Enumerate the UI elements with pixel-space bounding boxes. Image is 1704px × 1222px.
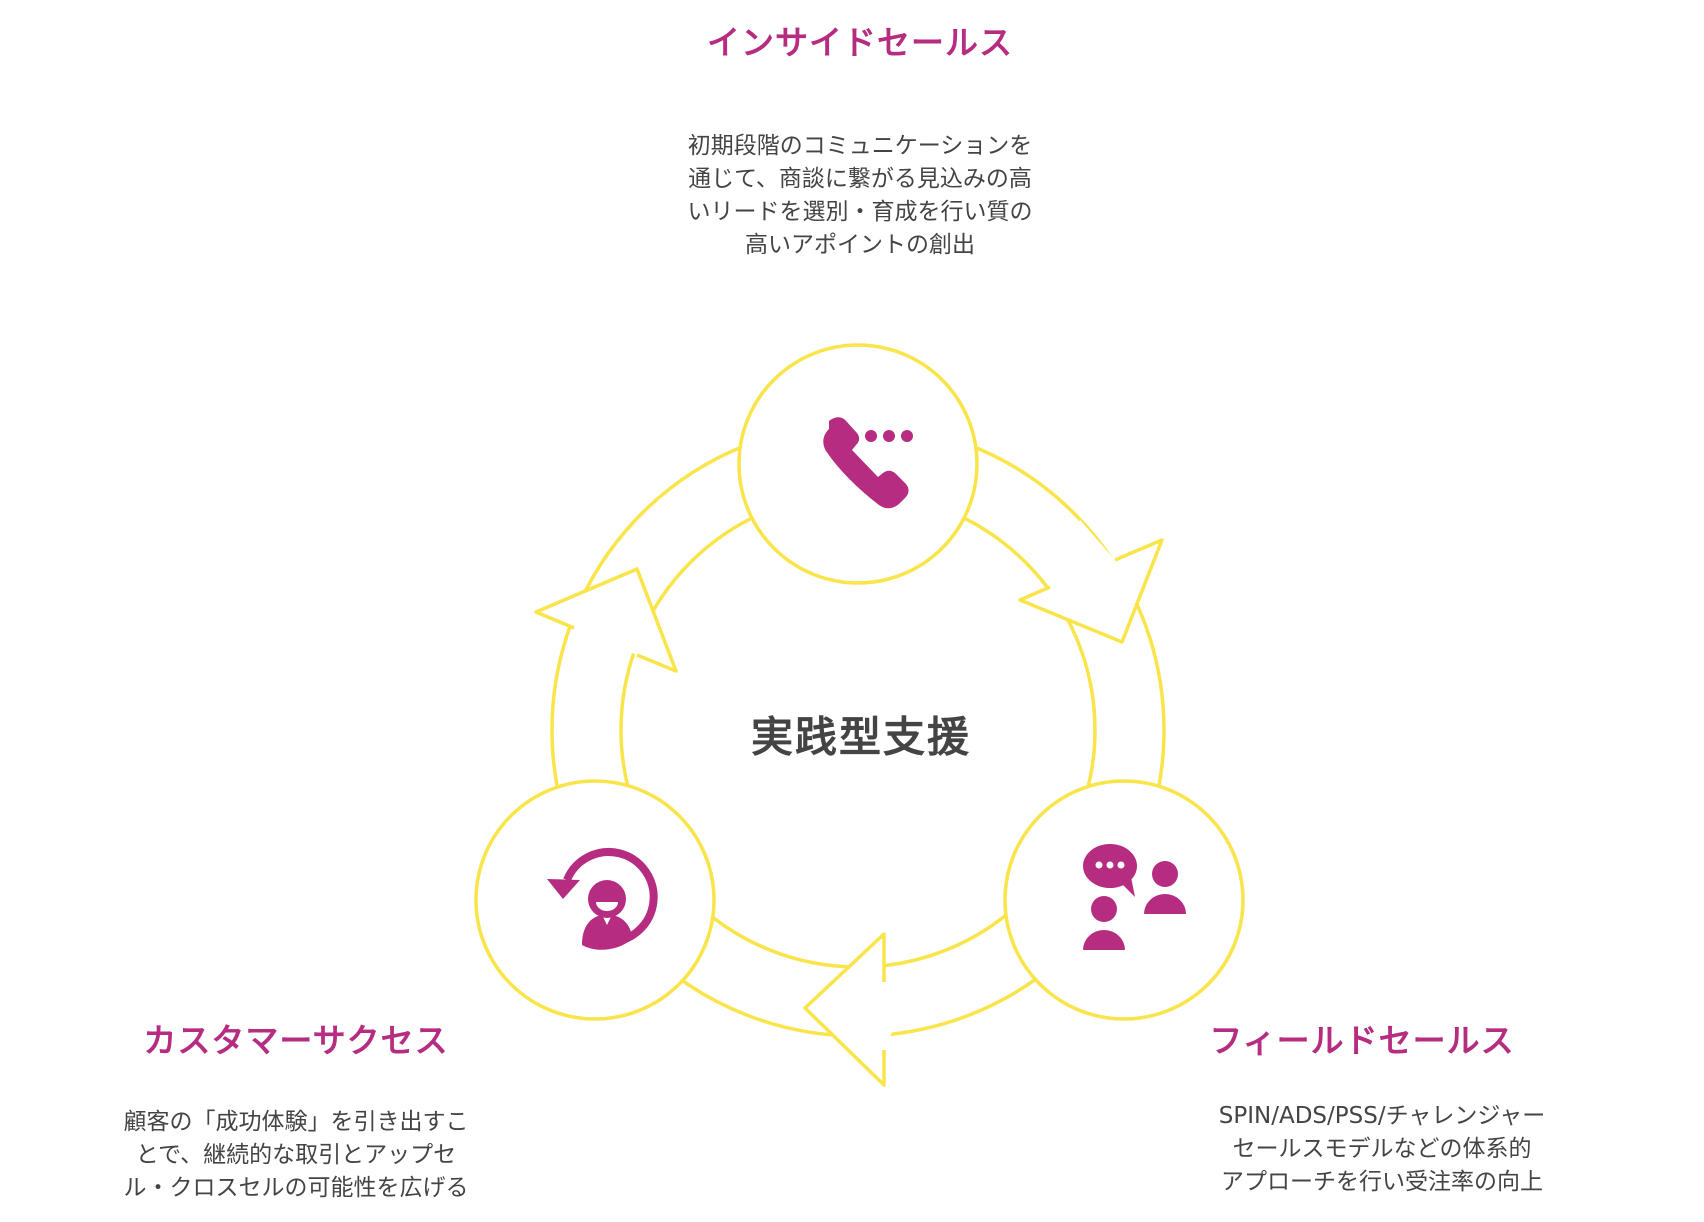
desc-line: いリードを選別・育成を行い質の bbox=[687, 199, 1033, 225]
arrow-left bbox=[534, 567, 678, 673]
stage-title-customer-success: カスタマーサクセス bbox=[143, 1021, 449, 1060]
desc-line: 顧客の「成功体験」を引き出すこ bbox=[123, 1109, 469, 1135]
stage-desc-field-sales: SPIN/ADS/PSS/チャレンジャー セールスモデルなどの体系的 アプローチ… bbox=[1219, 1100, 1545, 1199]
meeting-people-icon bbox=[1083, 844, 1186, 950]
stage-desc-inside-sales: 初期段階のコミュニケーションを 通じて、商談に繋がる見込みの高 いリードを選別・… bbox=[688, 130, 1033, 262]
stage-title-field-sales: フィールドセールス bbox=[1209, 1021, 1515, 1060]
stage-desc-customer-success: 顧客の「成功体験」を引き出すこ とで、継続的な取引とアップセ ル・クロスセルの可… bbox=[124, 1106, 469, 1205]
phone-icon bbox=[823, 417, 913, 509]
stage-title-inside-sales: インサイドセールス bbox=[707, 23, 1013, 62]
desc-line: SPIN/ADS/PSS/チャレンジャー bbox=[1218, 1103, 1546, 1129]
desc-line: 高いアポイントの創出 bbox=[745, 232, 975, 258]
desc-line: 初期段階のコミュニケーションを bbox=[687, 133, 1033, 159]
customer-cycle-icon bbox=[547, 848, 658, 950]
arrow-bottom bbox=[803, 932, 900, 1087]
node-field-sales bbox=[1003, 779, 1245, 1021]
desc-line: とで、継続的な取引とアップセ bbox=[135, 1142, 457, 1168]
desc-line: アプローチを行い受注率の向上 bbox=[1221, 1169, 1543, 1195]
desc-line: ル・クロスセルの可能性を広げる bbox=[123, 1175, 469, 1201]
arrow-top-right bbox=[1018, 520, 1164, 644]
desc-line: セールスモデルなどの体系的 bbox=[1232, 1136, 1532, 1162]
desc-line: 通じて、商談に繋がる見込みの高 bbox=[688, 166, 1032, 192]
center-label: 実践型支援 bbox=[750, 712, 972, 762]
